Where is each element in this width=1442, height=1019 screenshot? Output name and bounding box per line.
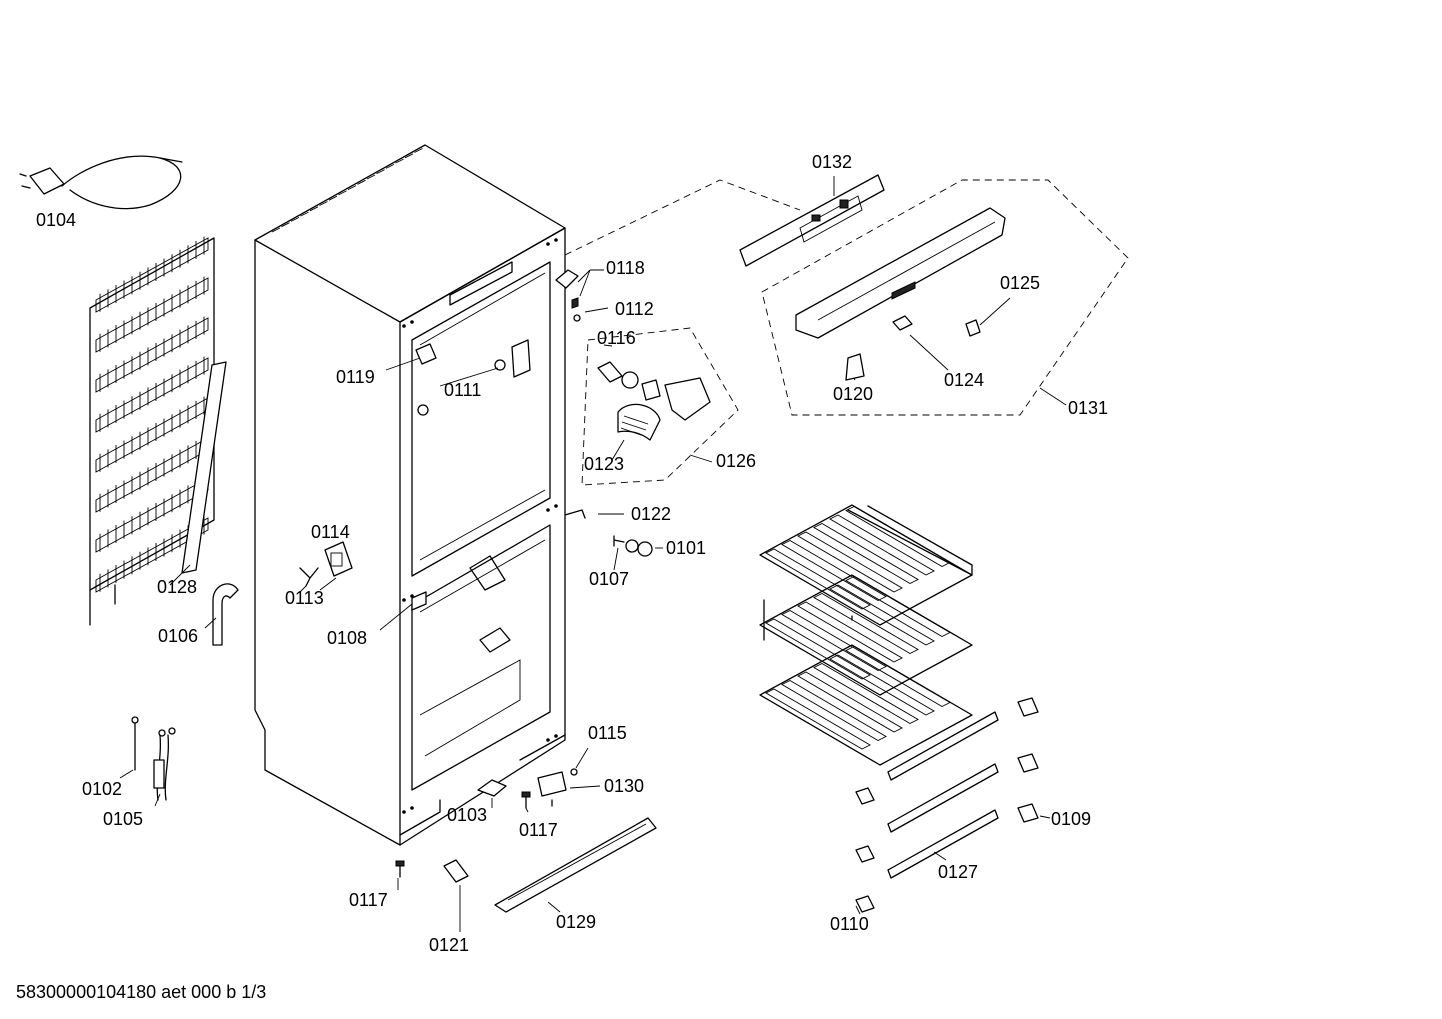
drain-hose-drawing xyxy=(212,583,239,646)
top-cover-drawing xyxy=(761,179,1129,416)
label-0101: 0101 xyxy=(666,538,706,558)
gasket-strip-drawing xyxy=(181,361,227,574)
label-0105: 0105 xyxy=(103,809,143,829)
label-0108: 0108 xyxy=(327,628,367,648)
label-0128: 0128 xyxy=(157,577,197,597)
power-cord-drawing xyxy=(19,155,183,210)
part-labels: 0104 0132 0118 0125 0112 0116 0119 0124 … xyxy=(36,152,1108,955)
label-0132: 0132 xyxy=(812,152,852,172)
label-0119: 0119 xyxy=(336,367,375,387)
wire-shelves-drawing xyxy=(759,504,973,766)
label-0123: 0123 xyxy=(584,454,624,474)
door-bins-drawing xyxy=(855,697,1039,913)
label-0112: 0112 xyxy=(615,299,654,319)
sensor-cables-drawing xyxy=(131,716,176,801)
label-0103: 0103 xyxy=(447,805,487,825)
label-0125: 0125 xyxy=(1000,273,1040,293)
refrigerator-cabinet-drawing xyxy=(254,144,566,846)
label-0121: 0121 xyxy=(429,935,469,955)
label-0107: 0107 xyxy=(589,569,629,589)
label-0129: 0129 xyxy=(556,912,596,932)
label-0124: 0124 xyxy=(944,370,984,390)
document-id: 58300000104180 aet 000 b 1/3 xyxy=(16,982,266,1002)
label-0102: 0102 xyxy=(82,779,122,799)
label-0116: 0116 xyxy=(597,328,636,348)
light-assembly-drawing xyxy=(581,327,739,486)
label-0115: 0115 xyxy=(588,723,627,743)
label-0106: 0106 xyxy=(158,626,198,646)
label-0126: 0126 xyxy=(716,451,756,471)
label-0130: 0130 xyxy=(604,776,644,796)
label-0122: 0122 xyxy=(631,504,671,524)
control-panel-drawing xyxy=(564,174,885,267)
label-0127: 0127 xyxy=(938,862,978,882)
small-parts-drawing xyxy=(299,269,653,883)
label-0110: 0110 xyxy=(830,914,869,934)
label-0104: 0104 xyxy=(36,210,76,230)
label-0117-a: 0117 xyxy=(519,820,558,840)
label-0114: 0114 xyxy=(311,522,350,542)
leader-lines xyxy=(119,176,1067,932)
label-0131: 0131 xyxy=(1068,398,1108,418)
label-0118: 0118 xyxy=(606,258,645,278)
label-0111: 0111 xyxy=(444,380,481,400)
label-0120: 0120 xyxy=(833,384,873,404)
drawer-front-bar-drawing xyxy=(494,817,657,913)
label-0117-b: 0117 xyxy=(349,890,388,910)
label-0109: 0109 xyxy=(1051,809,1091,829)
label-0113: 0113 xyxy=(285,588,324,608)
